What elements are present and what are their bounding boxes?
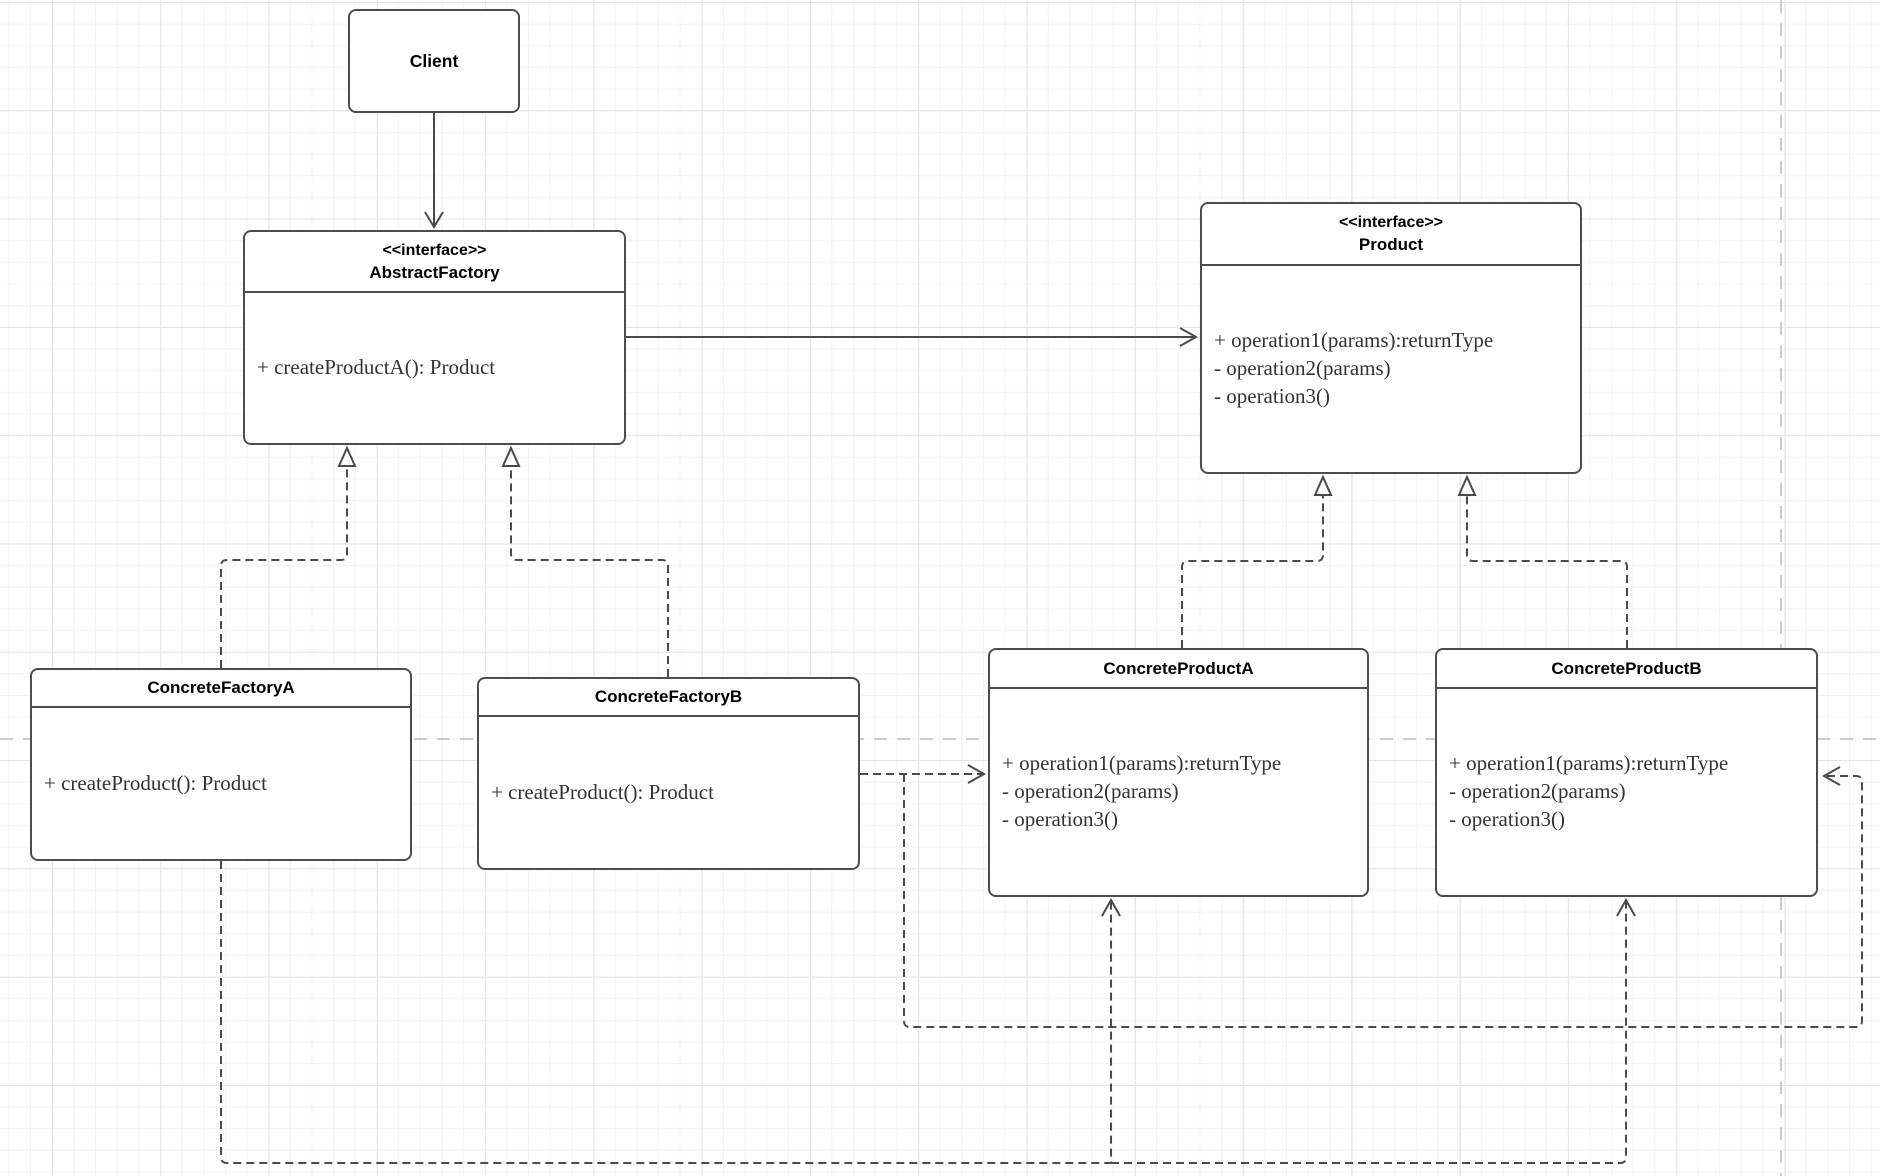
method: - operation2(params) [1002,779,1179,803]
edge-concretefactorya-concreteproducta[interactable] [220,861,1121,1164]
edge-concretefactoryb-concreteproductb[interactable] [903,766,1863,1028]
method: + operation1(params):returnType [1002,751,1282,775]
class-title: ConcreteFactoryB [594,687,743,706]
hollow-triangle-icon [1313,474,1333,496]
hollow-triangle-icon [1457,474,1477,496]
method-list: + createProductA(): Product [245,293,624,381]
method-list: + operation1(params):returnType - operat… [1437,689,1816,833]
class-box-concrete-product-a[interactable]: ConcreteProductA + operation1(params):re… [988,648,1369,897]
method: + createProduct(): Product [44,771,267,795]
class-title: ConcreteProductA [1103,658,1254,678]
class-title: ConcreteFactoryA [147,678,295,697]
open-arrowhead-icon [967,764,987,784]
class-title: Client [409,50,459,71]
class-header: <<interface>> AbstractFactory [245,232,624,293]
class-header: ConcreteProductB [1437,650,1816,689]
method: - operation3() [1002,807,1119,831]
open-arrowhead-icon [1821,766,1841,786]
open-arrowhead-icon [1179,327,1199,347]
class-header: ConcreteProductA [990,650,1367,689]
method: + operation1(params):returnType [1449,751,1729,775]
open-arrowhead-icon [1101,897,1121,917]
class-header: <<interface>> Product [1202,204,1580,266]
method-list: + operation1(params):returnType - operat… [1202,266,1580,410]
class-box-product[interactable]: <<interface>> Product + operation1(param… [1200,202,1582,474]
method-list: + operation1(params):returnType - operat… [990,689,1367,833]
class-box-concrete-product-b[interactable]: ConcreteProductB + operation1(params):re… [1435,648,1818,897]
class-box-abstract-factory[interactable]: <<interface>> AbstractFactory + createPr… [243,230,626,445]
method: + operation1(params):returnType [1214,328,1494,352]
method: - operation3() [1449,807,1566,831]
method: - operation3() [1214,384,1331,408]
class-title: AbstractFactory [369,263,500,282]
method: + createProduct(): Product [491,780,714,804]
open-arrowhead-icon [424,211,444,229]
edge-concretefactorya-abstractfactory[interactable] [220,445,357,668]
class-box-client[interactable]: Client [348,9,520,113]
hollow-triangle-icon [501,445,521,467]
open-arrowhead-icon [1616,897,1636,917]
method: - operation2(params) [1214,356,1391,380]
class-header: ConcreteFactoryA [32,670,410,708]
stereotype-label: <<interface>> [382,242,487,259]
method: - operation2(params) [1449,779,1626,803]
edge-concreteproducta-product[interactable] [1181,474,1333,648]
class-title: Product [1358,235,1424,254]
hollow-triangle-icon [337,445,357,467]
edge-concreteproductb-product[interactable] [1457,474,1628,648]
class-title: ConcreteProductB [1551,658,1702,678]
edge-concretefactoryb-concreteproducta[interactable] [860,764,987,784]
class-box-concrete-factory-a[interactable]: ConcreteFactoryA + createProduct(): Prod… [30,668,412,861]
stereotype-label: <<interface>> [1338,214,1444,231]
class-header: ConcreteFactoryB [479,679,858,717]
method-list: + createProduct(): Product [479,717,858,806]
method: + createProductA(): Product [257,355,496,379]
edge-client-abstractfactory[interactable] [424,113,444,229]
edge-concretefactorya-concreteproductb[interactable] [1111,897,1636,1164]
class-box-concrete-factory-b[interactable]: ConcreteFactoryB + createProduct(): Prod… [477,677,860,870]
edge-concretefactoryb-abstractfactory[interactable] [501,445,669,677]
method-list: + createProduct(): Product [32,708,410,797]
edge-abstractfactory-product[interactable] [626,327,1199,347]
